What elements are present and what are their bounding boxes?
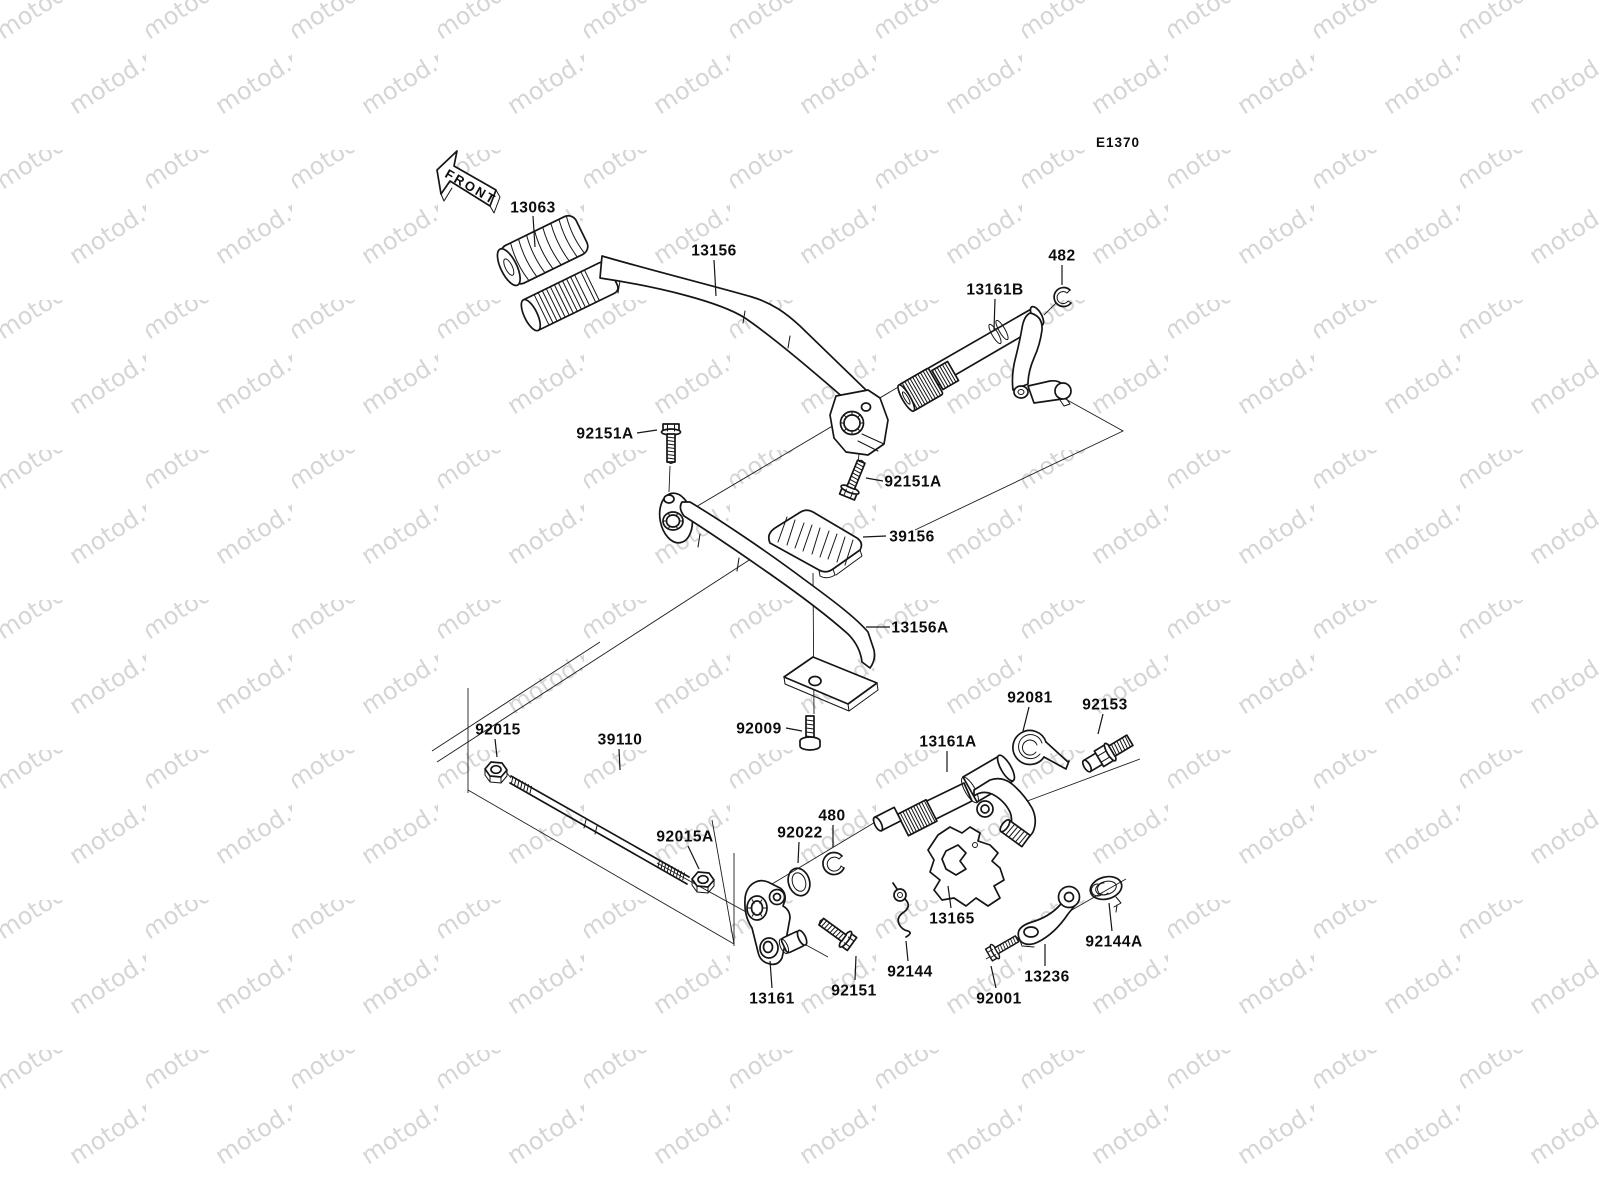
part-label-92022: 92022	[777, 825, 823, 842]
part-13161B-shift-shaft	[897, 305, 1072, 412]
part-label-39110: 39110	[598, 732, 643, 749]
part-39156-pedal-rubber	[767, 509, 863, 579]
part-label-13165: 13165	[929, 911, 975, 928]
part-92081-spring	[1012, 729, 1070, 770]
part-92015-nut	[484, 761, 508, 784]
leader-line-92009	[785, 727, 803, 732]
leader-line-92015	[494, 738, 498, 758]
part-13236-holder	[1017, 885, 1081, 948]
leader-line-92015A	[687, 845, 700, 870]
part-label-13161A: 13161A	[919, 734, 976, 751]
leader-line-13161B	[993, 298, 996, 331]
leader-line-92151	[854, 955, 857, 981]
part-label-92015: 92015	[475, 722, 521, 739]
part-480-circlip	[822, 851, 845, 876]
part-92144-spring	[892, 882, 911, 938]
leader-line-92022	[797, 841, 800, 864]
leader-line-92081	[1022, 706, 1030, 732]
part-label-92151A: 92151A	[576, 426, 633, 443]
page-code: E1370	[1096, 135, 1140, 150]
leader-line-92144A	[1108, 902, 1113, 932]
part-39110-tie-rod	[509, 775, 690, 885]
part-label-92009: 92009	[736, 721, 782, 738]
part-92144A-spring	[1089, 875, 1123, 913]
part-label-13161: 13161	[749, 991, 795, 1008]
part-label-13236: 13236	[1024, 969, 1070, 986]
part-label-92151: 92151	[831, 983, 877, 1000]
part-label-482: 482	[1048, 248, 1075, 265]
part-label-13156: 13156	[691, 243, 737, 260]
part-label-13161B: 13161B	[966, 282, 1023, 299]
leader-line-13161	[769, 960, 773, 989]
part-13161-rod-end	[744, 879, 808, 966]
leader-line-92144	[905, 940, 909, 962]
leader-line-39156	[862, 535, 887, 538]
leader-line-92151A	[865, 477, 884, 482]
part-92153-bolt	[1081, 734, 1134, 773]
part-label-92081: 92081	[1007, 690, 1053, 707]
part-label-92144A: 92144A	[1085, 934, 1142, 951]
leader-line-13063	[532, 215, 536, 248]
leader-line-13165	[947, 885, 952, 909]
part-92022-washer	[787, 867, 811, 897]
part-label-92001: 92001	[976, 991, 1022, 1008]
leader-line-13156	[713, 259, 717, 297]
part-label-92153: 92153	[1082, 697, 1128, 714]
part-label-13156A: 13156A	[891, 620, 948, 637]
part-label-480: 480	[818, 808, 845, 825]
part-label-92151A: 92151A	[884, 474, 941, 491]
leader-line-92001	[990, 965, 997, 989]
part-13165-ratchet-plate	[927, 826, 1005, 907]
part-13063-pedal-rubber	[496, 214, 589, 287]
part-92009-screw	[799, 715, 821, 751]
part-label-13063: 13063	[510, 200, 556, 217]
part-13156A-pedal	[658, 492, 879, 712]
leader-line-92151A	[636, 429, 658, 434]
part-13161A-shift-mechanism	[872, 754, 1037, 848]
part-92015A-nut	[691, 871, 715, 894]
part-482-circlip	[1053, 286, 1072, 308]
part-label-39156: 39156	[889, 529, 935, 546]
part-label-92015A: 92015A	[656, 829, 713, 846]
part-13156-gear-pedal	[599, 255, 889, 456]
part-label-92144: 92144	[887, 964, 933, 981]
leader-line-92153	[1097, 713, 1104, 735]
construction-lines	[431, 302, 1141, 960]
part-labels: 13063 13156 482 13161B 92151A 92151A 39156 1315…	[475, 200, 1142, 1008]
leader-line-39110	[618, 748, 621, 771]
